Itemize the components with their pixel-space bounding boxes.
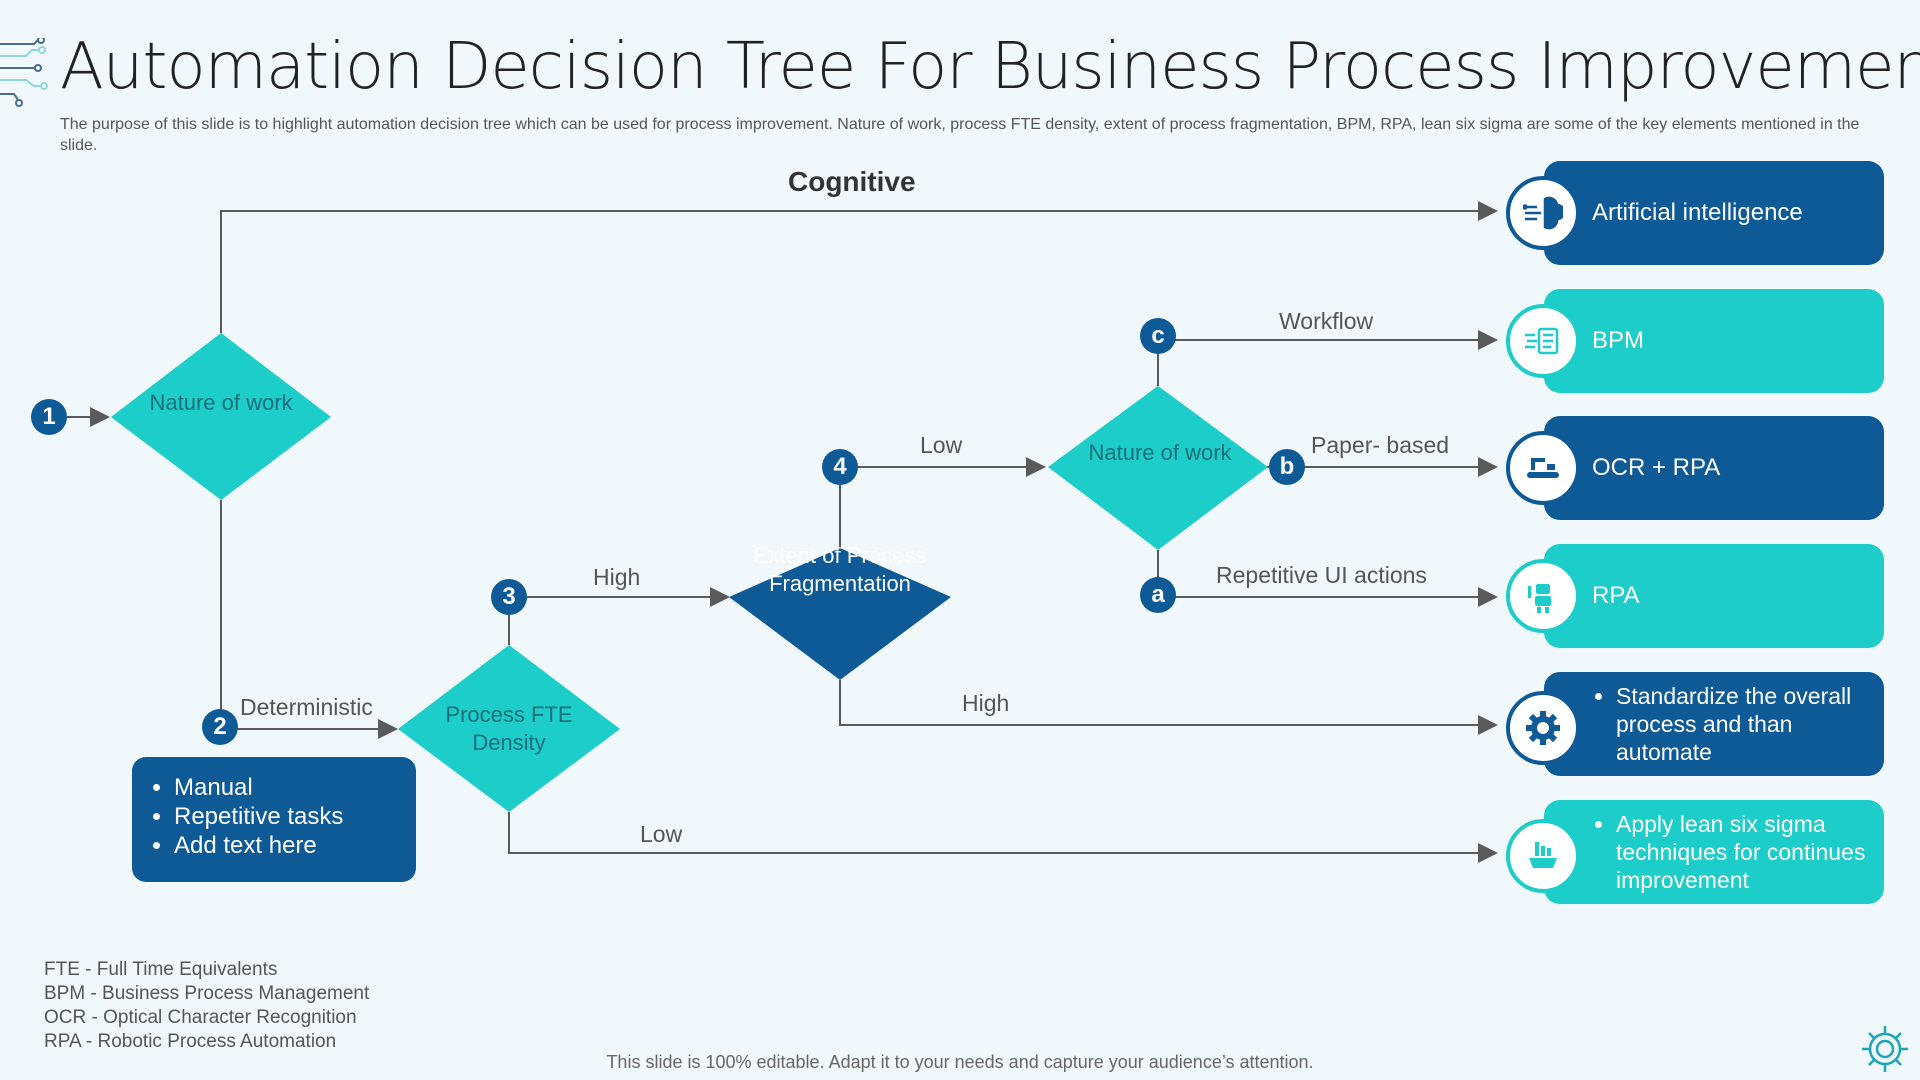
decision-process-fte-density: [398, 645, 620, 812]
criteria-item: Repetitive tasks: [174, 802, 416, 831]
gear-chart-icon: [1506, 819, 1580, 893]
footer-note: This slide is 100% editable. Adapt it to…: [606, 1052, 1314, 1072]
abbreviation-item: OCR - Optical Character Recognition: [44, 1007, 357, 1028]
edge-label-deterministic: Deterministic: [240, 694, 373, 720]
step-badge-b: b: [1269, 449, 1305, 485]
outcome-lean-six-sigma: Apply lean six sigma techniques for cont…: [1544, 800, 1884, 904]
gear-icon: [1506, 691, 1580, 765]
step-badge-3: 3: [491, 579, 527, 615]
circuit-lines-icon: [0, 38, 48, 107]
step-badge-c: c: [1140, 318, 1176, 354]
outcome-standardize: Standardize the overall process and than…: [1544, 672, 1884, 776]
decision-nature-of-work-1: [111, 333, 331, 500]
gear-icon: [1862, 1026, 1908, 1072]
outcome-ocr-rpa: OCR + RPA: [1544, 416, 1884, 520]
connector-fte-high: [508, 587, 730, 645]
edge-label-fte-high: High: [593, 564, 641, 590]
outcome-label: BPM: [1592, 327, 1645, 354]
edge-label-frag-high: High: [962, 690, 1010, 716]
connector-frag-low: [839, 457, 1046, 548]
connector-frag-high: [839, 680, 1498, 735]
decision-nature-of-work-2-label: Nature of work: [1088, 440, 1232, 465]
decision-process-fragmentation-label: Extent of Process Fragmentation: [753, 543, 927, 596]
abbreviation-item: RPA - Robotic Process Automation: [44, 1031, 337, 1052]
edge-label-cognitive: Cognitive: [788, 166, 916, 197]
abbreviations-legend: FTE - Full Time Equivalents BPM - Busine…: [44, 958, 369, 1054]
outcome-bpm: BPM: [1544, 289, 1884, 393]
outcome-rpa: RPA: [1544, 544, 1884, 648]
abbreviation-item: BPM - Business Process Management: [44, 983, 370, 1004]
outcome-label: Standardize the overall process and than…: [1616, 682, 1884, 766]
decision-process-fragmentation: [729, 548, 951, 680]
outcome-label: RPA: [1592, 582, 1640, 609]
step-badge-1: 1: [31, 399, 67, 435]
connector-workflow: [1157, 330, 1498, 386]
connector-cognitive: [220, 201, 1498, 333]
decision-process-fte-density-label: Process FTE Density: [445, 702, 573, 755]
conveyor-robot-arm-icon: [1506, 431, 1580, 505]
decision-nature-of-work-1-label: Nature of work: [149, 390, 293, 415]
criteria-item: Add text here: [174, 831, 416, 860]
decision-nature-of-work-2: [1048, 386, 1268, 550]
edge-label-paper-based: Paper- based: [1311, 432, 1450, 458]
page-subtitle: The purpose of this slide is to highligh…: [60, 116, 1860, 154]
outcome-label: Apply lean six sigma techniques for cont…: [1616, 810, 1884, 894]
deterministic-criteria-box: Manual Repetitive tasks Add text here: [132, 757, 416, 882]
workflow-document-icon: [1506, 304, 1580, 378]
outcome-label: OCR + RPA: [1592, 454, 1721, 481]
outcome-artificial-intelligence: Artificial intelligence: [1544, 161, 1884, 265]
criteria-item: Manual: [174, 773, 416, 802]
step-badge-a: a: [1140, 577, 1176, 613]
connector-fte-low: [508, 812, 1498, 863]
step-badge-2: 2: [202, 709, 238, 745]
edge-label-workflow: Workflow: [1279, 308, 1374, 334]
edge-label-fte-low: Low: [640, 821, 683, 847]
step-badge-4: 4: [822, 449, 858, 485]
edge-label-frag-low: Low: [920, 432, 963, 458]
abbreviation-item: FTE - Full Time Equivalents: [44, 959, 278, 980]
brain-circuit-icon: [1506, 176, 1580, 250]
outcome-label: Artificial intelligence: [1592, 199, 1803, 226]
page-title: Automation Decision Tree For Business Pr…: [60, 30, 1920, 104]
edge-label-repetitive-ui: Repetitive UI actions: [1216, 562, 1427, 588]
robot-icon: [1506, 559, 1580, 633]
